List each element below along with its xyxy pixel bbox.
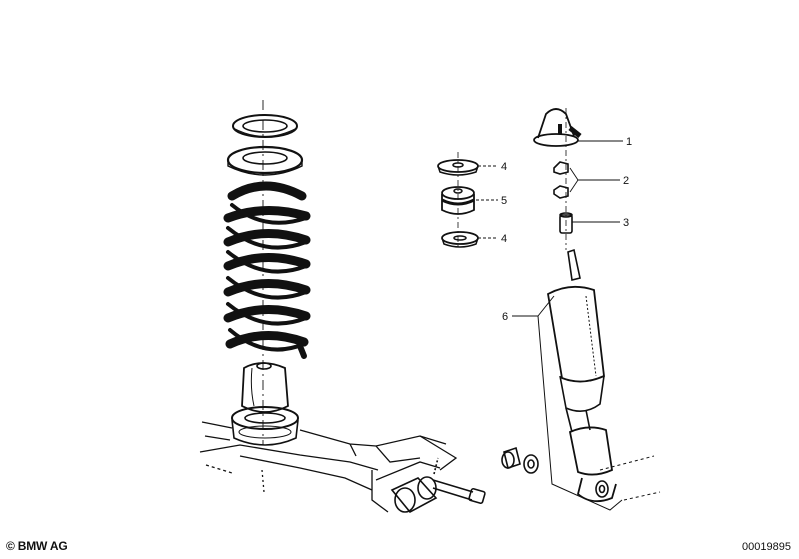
upper-spring-pad <box>232 114 298 138</box>
callout-5: 5 <box>501 195 507 207</box>
diagram-number: 00019895 <box>742 541 791 553</box>
washer-upper <box>437 159 479 176</box>
callout-2: 2 <box>623 175 629 187</box>
callout-4-upper: 4 <box>501 161 507 173</box>
callout-labels: 1 2 3 4 5 4 6 <box>501 136 632 323</box>
spacer-sleeve <box>559 212 573 234</box>
callout-6: 6 <box>502 311 508 323</box>
callout-1: 1 <box>626 136 632 148</box>
top-mount-parts <box>437 152 479 248</box>
rubber-mount <box>441 186 475 215</box>
eye-bushing-washer <box>501 446 539 474</box>
callout-4-lower: 4 <box>501 233 507 245</box>
trailing-arm <box>199 421 458 513</box>
callout-leaders <box>476 140 623 317</box>
washer-lower <box>441 231 479 248</box>
shock-absorber <box>547 248 617 503</box>
protective-cap <box>533 108 582 147</box>
coil-spring <box>223 181 311 359</box>
lower-spring-seat <box>231 406 299 446</box>
lock-nuts <box>553 161 569 199</box>
bump-stop <box>241 362 289 413</box>
part6-bracket <box>534 295 661 511</box>
shock-absorber-assembly <box>501 108 661 511</box>
arm-bushing-bolt <box>390 457 486 514</box>
upper-spring-seat <box>226 145 304 176</box>
copyright-text: © BMW AG <box>6 539 68 553</box>
spring-assembly <box>199 100 486 514</box>
callout-3: 3 <box>623 217 629 229</box>
